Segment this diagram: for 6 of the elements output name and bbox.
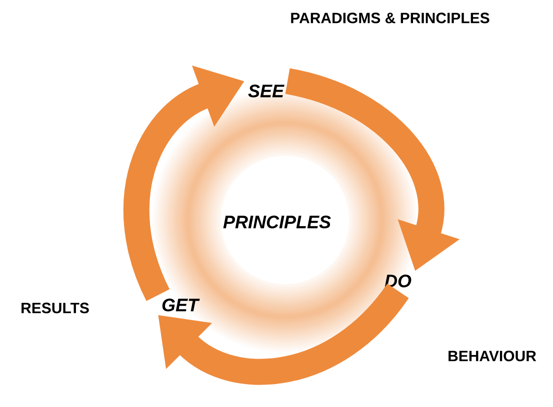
stage-label: GET [162, 298, 200, 312]
label: PARADIGMS & PRINCIPLES [291, 12, 490, 24]
label: RESULTS [22, 302, 89, 314]
label: BEHAVIOUR [448, 350, 536, 362]
stage-label: SEE [248, 84, 284, 98]
label: PRINCIPLES [223, 216, 331, 228]
